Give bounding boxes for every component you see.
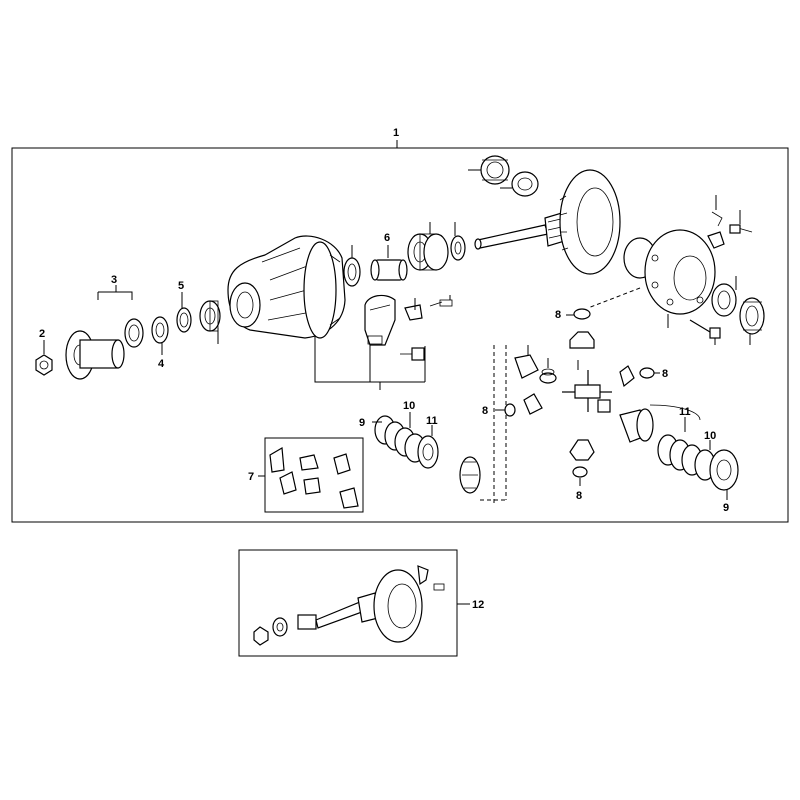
rear-bearing[interactable] — [407, 233, 449, 271]
callout-11-right[interactable]: 11 — [679, 406, 691, 418]
bearing-spacer[interactable] — [176, 307, 192, 333]
oil-slinger[interactable] — [151, 316, 169, 344]
thrust-washer-top[interactable] — [573, 308, 591, 320]
callout-9-right[interactable]: 9 — [723, 502, 729, 514]
main-assembly-frame — [11, 147, 789, 523]
callout-8-top[interactable]: 8 — [555, 309, 561, 321]
flange-nut[interactable] — [35, 354, 53, 376]
pinion-mate-right[interactable] — [619, 365, 635, 388]
ring-pinion-set[interactable] — [253, 565, 445, 646]
case-bolts[interactable] — [707, 211, 753, 249]
callout-11-left[interactable]: 11 — [426, 415, 438, 427]
thrust-washer-right[interactable] — [639, 367, 655, 379]
adjust-lock-plate[interactable] — [404, 299, 453, 321]
callout-7[interactable]: 7 — [248, 471, 254, 483]
callout-2[interactable]: 2 — [39, 328, 45, 340]
spider-cross[interactable] — [562, 370, 612, 412]
pinion-bearing-cup[interactable] — [511, 171, 539, 197]
thrust-washer-left[interactable] — [504, 403, 516, 417]
side-gear-bottom[interactable] — [569, 439, 595, 461]
bearing-race[interactable] — [343, 257, 361, 287]
callout-8-left[interactable]: 8 — [482, 405, 488, 417]
callout-6[interactable]: 6 — [384, 232, 390, 244]
bearing-cap-bolt[interactable] — [400, 347, 425, 361]
side-bearing[interactable] — [711, 283, 737, 317]
gear-kit-contents[interactable] — [269, 447, 359, 509]
clutch-pack-left[interactable] — [374, 415, 439, 469]
drive-pinion[interactable] — [474, 211, 569, 250]
side-gear-top[interactable] — [569, 331, 595, 349]
callout-8-right[interactable]: 8 — [662, 368, 668, 380]
companion-flange[interactable] — [65, 330, 125, 380]
spring-retainer[interactable] — [597, 399, 611, 413]
oil-seal[interactable] — [124, 318, 144, 348]
thrust-washer-bottom[interactable] — [572, 466, 588, 478]
pinion-mate-block[interactable] — [514, 354, 539, 379]
callout-1[interactable]: 1 — [393, 127, 399, 139]
callout-9-left[interactable]: 9 — [359, 417, 365, 429]
spring-pack[interactable] — [539, 368, 557, 384]
callout-10-left[interactable]: 10 — [403, 400, 415, 412]
front-bearing[interactable] — [199, 300, 221, 332]
pinion-bearing-cone[interactable] — [480, 155, 510, 185]
gear-kit-box — [264, 437, 364, 513]
callout-5[interactable]: 5 — [178, 280, 184, 292]
differential-case[interactable] — [623, 229, 716, 315]
collapsible-spacer[interactable] — [370, 259, 408, 281]
ring-pinion-set-box — [238, 549, 458, 657]
side-gear-left[interactable] — [459, 456, 481, 494]
side-gear-right[interactable] — [619, 404, 701, 443]
differential-carrier-housing[interactable] — [227, 235, 346, 339]
callout-4[interactable]: 4 — [158, 358, 165, 370]
pinion-washer[interactable] — [450, 235, 466, 261]
callout-10-right[interactable]: 10 — [704, 430, 716, 442]
callout-12[interactable]: 12 — [472, 599, 484, 611]
callout-8-bottom[interactable]: 8 — [576, 490, 582, 502]
case-long-bolt[interactable] — [689, 319, 721, 339]
callout-3[interactable]: 3 — [111, 274, 117, 286]
pinion-mate-left[interactable] — [523, 393, 543, 415]
side-bearing-cup[interactable] — [739, 297, 765, 335]
ring-gear[interactable] — [559, 169, 621, 275]
clutch-pack-right[interactable] — [657, 434, 739, 491]
bearing-cap[interactable] — [364, 294, 396, 346]
